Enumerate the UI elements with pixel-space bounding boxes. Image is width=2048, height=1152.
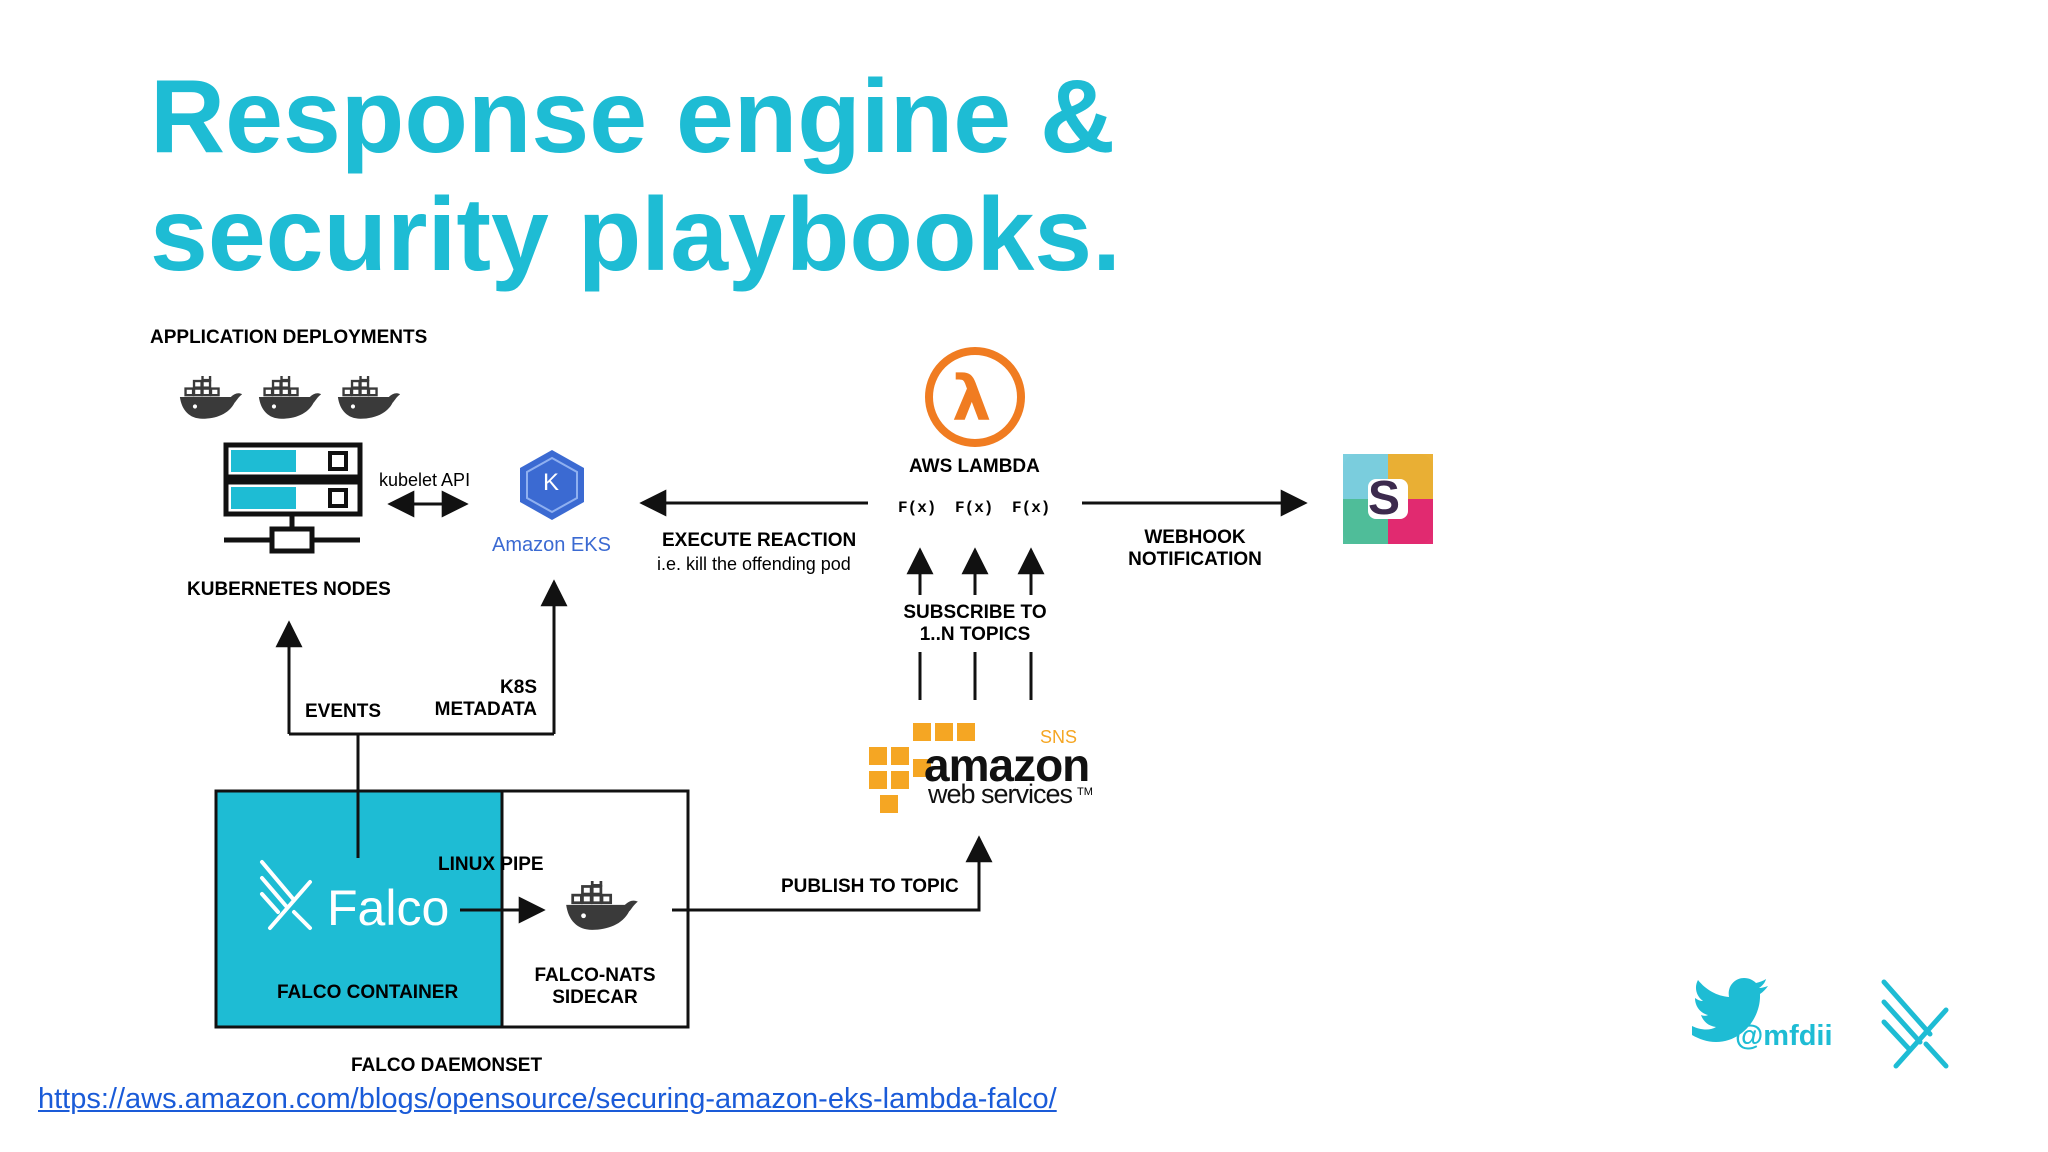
webhook-label: WEBHOOK NOTIFICATION bbox=[1120, 527, 1270, 571]
twitter-bird-icon bbox=[1692, 978, 1768, 1042]
sidecar-line-2: SIDECAR bbox=[552, 987, 638, 1008]
slide-title: Response engine & security playbooks. bbox=[150, 58, 1121, 294]
docker-whale-icon bbox=[178, 376, 244, 420]
aws-lambda-icon bbox=[925, 347, 1025, 447]
webhook-line-2: NOTIFICATION bbox=[1128, 549, 1262, 570]
execute-reaction-subtext: i.e. kill the offending pod bbox=[657, 554, 851, 574]
falco-wordmark: Falco bbox=[327, 880, 450, 936]
subscribe-line-2: 1..N TOPICS bbox=[919, 624, 1031, 645]
amazon-eks-icon bbox=[520, 450, 584, 520]
aws-amazon-wordmark: amazon bbox=[924, 739, 1090, 791]
execute-reaction-label: EXECUTE REACTION bbox=[662, 530, 857, 551]
publish-to-topic-arrow bbox=[672, 835, 993, 912]
sidecar-label: FALCO-NATS SIDECAR bbox=[515, 965, 675, 1009]
subscribe-label: SUBSCRIBE TO 1..N TOPICS bbox=[890, 602, 1060, 646]
function-label: F(x) bbox=[955, 499, 994, 517]
title-line-1: Response engine & bbox=[150, 59, 1116, 175]
webhook-line-1: WEBHOOK bbox=[1144, 527, 1246, 548]
function-label: F(x) bbox=[1012, 499, 1051, 517]
amazon-eks-label: Amazon EKS bbox=[492, 534, 611, 556]
subscribe-line-1: SUBSCRIBE TO bbox=[903, 602, 1047, 623]
events-label: EVENTS bbox=[305, 701, 382, 722]
docker-whale-icon bbox=[336, 376, 402, 420]
twitter-handle: @mfdii bbox=[1735, 1020, 1833, 1052]
eks-letter: K bbox=[543, 469, 560, 496]
title-line-2: security playbooks. bbox=[150, 177, 1122, 293]
docker-whale-icon bbox=[257, 376, 323, 420]
k8s-line-1: K8S bbox=[500, 677, 537, 698]
aws-cubes-icon bbox=[867, 721, 977, 815]
slack-letter: S bbox=[1368, 472, 1401, 525]
kubelet-api-label: kubelet API bbox=[379, 470, 471, 490]
falco-container-label: FALCO CONTAINER bbox=[277, 982, 459, 1003]
lambda-glyph: λ bbox=[952, 362, 992, 435]
linux-pipe-label: LINUX PIPE bbox=[438, 854, 544, 875]
falco-corner-logo-icon bbox=[1881, 979, 1949, 1069]
aws-tm-mark: TM bbox=[1077, 786, 1093, 798]
function-label: F(x) bbox=[898, 499, 937, 517]
falco-daemonset-label: FALCO DAEMONSET bbox=[351, 1055, 543, 1076]
kubernetes-nodes-label: KUBERNETES NODES bbox=[187, 579, 391, 600]
publish-to-topic-label: PUBLISH TO TOPIC bbox=[781, 876, 959, 897]
slack-icon bbox=[1343, 454, 1433, 544]
k8s-line-2: METADATA bbox=[434, 699, 537, 720]
server-nodes-icon bbox=[223, 442, 363, 554]
k8s-metadata-label: K8S METADATA bbox=[433, 677, 537, 721]
aws-webservices-wordmark: web services bbox=[928, 779, 1073, 809]
sidecar-line-1: FALCO-NATS bbox=[534, 965, 656, 986]
aws-lambda-label: AWS LAMBDA bbox=[909, 456, 1040, 477]
falco-logo-icon bbox=[260, 860, 312, 930]
sns-label: SNS bbox=[1040, 727, 1078, 747]
app-deployments-label: APPLICATION DEPLOYMENTS bbox=[150, 327, 428, 348]
blog-post-link[interactable]: https://aws.amazon.com/blogs/opensource/… bbox=[38, 1083, 1057, 1115]
